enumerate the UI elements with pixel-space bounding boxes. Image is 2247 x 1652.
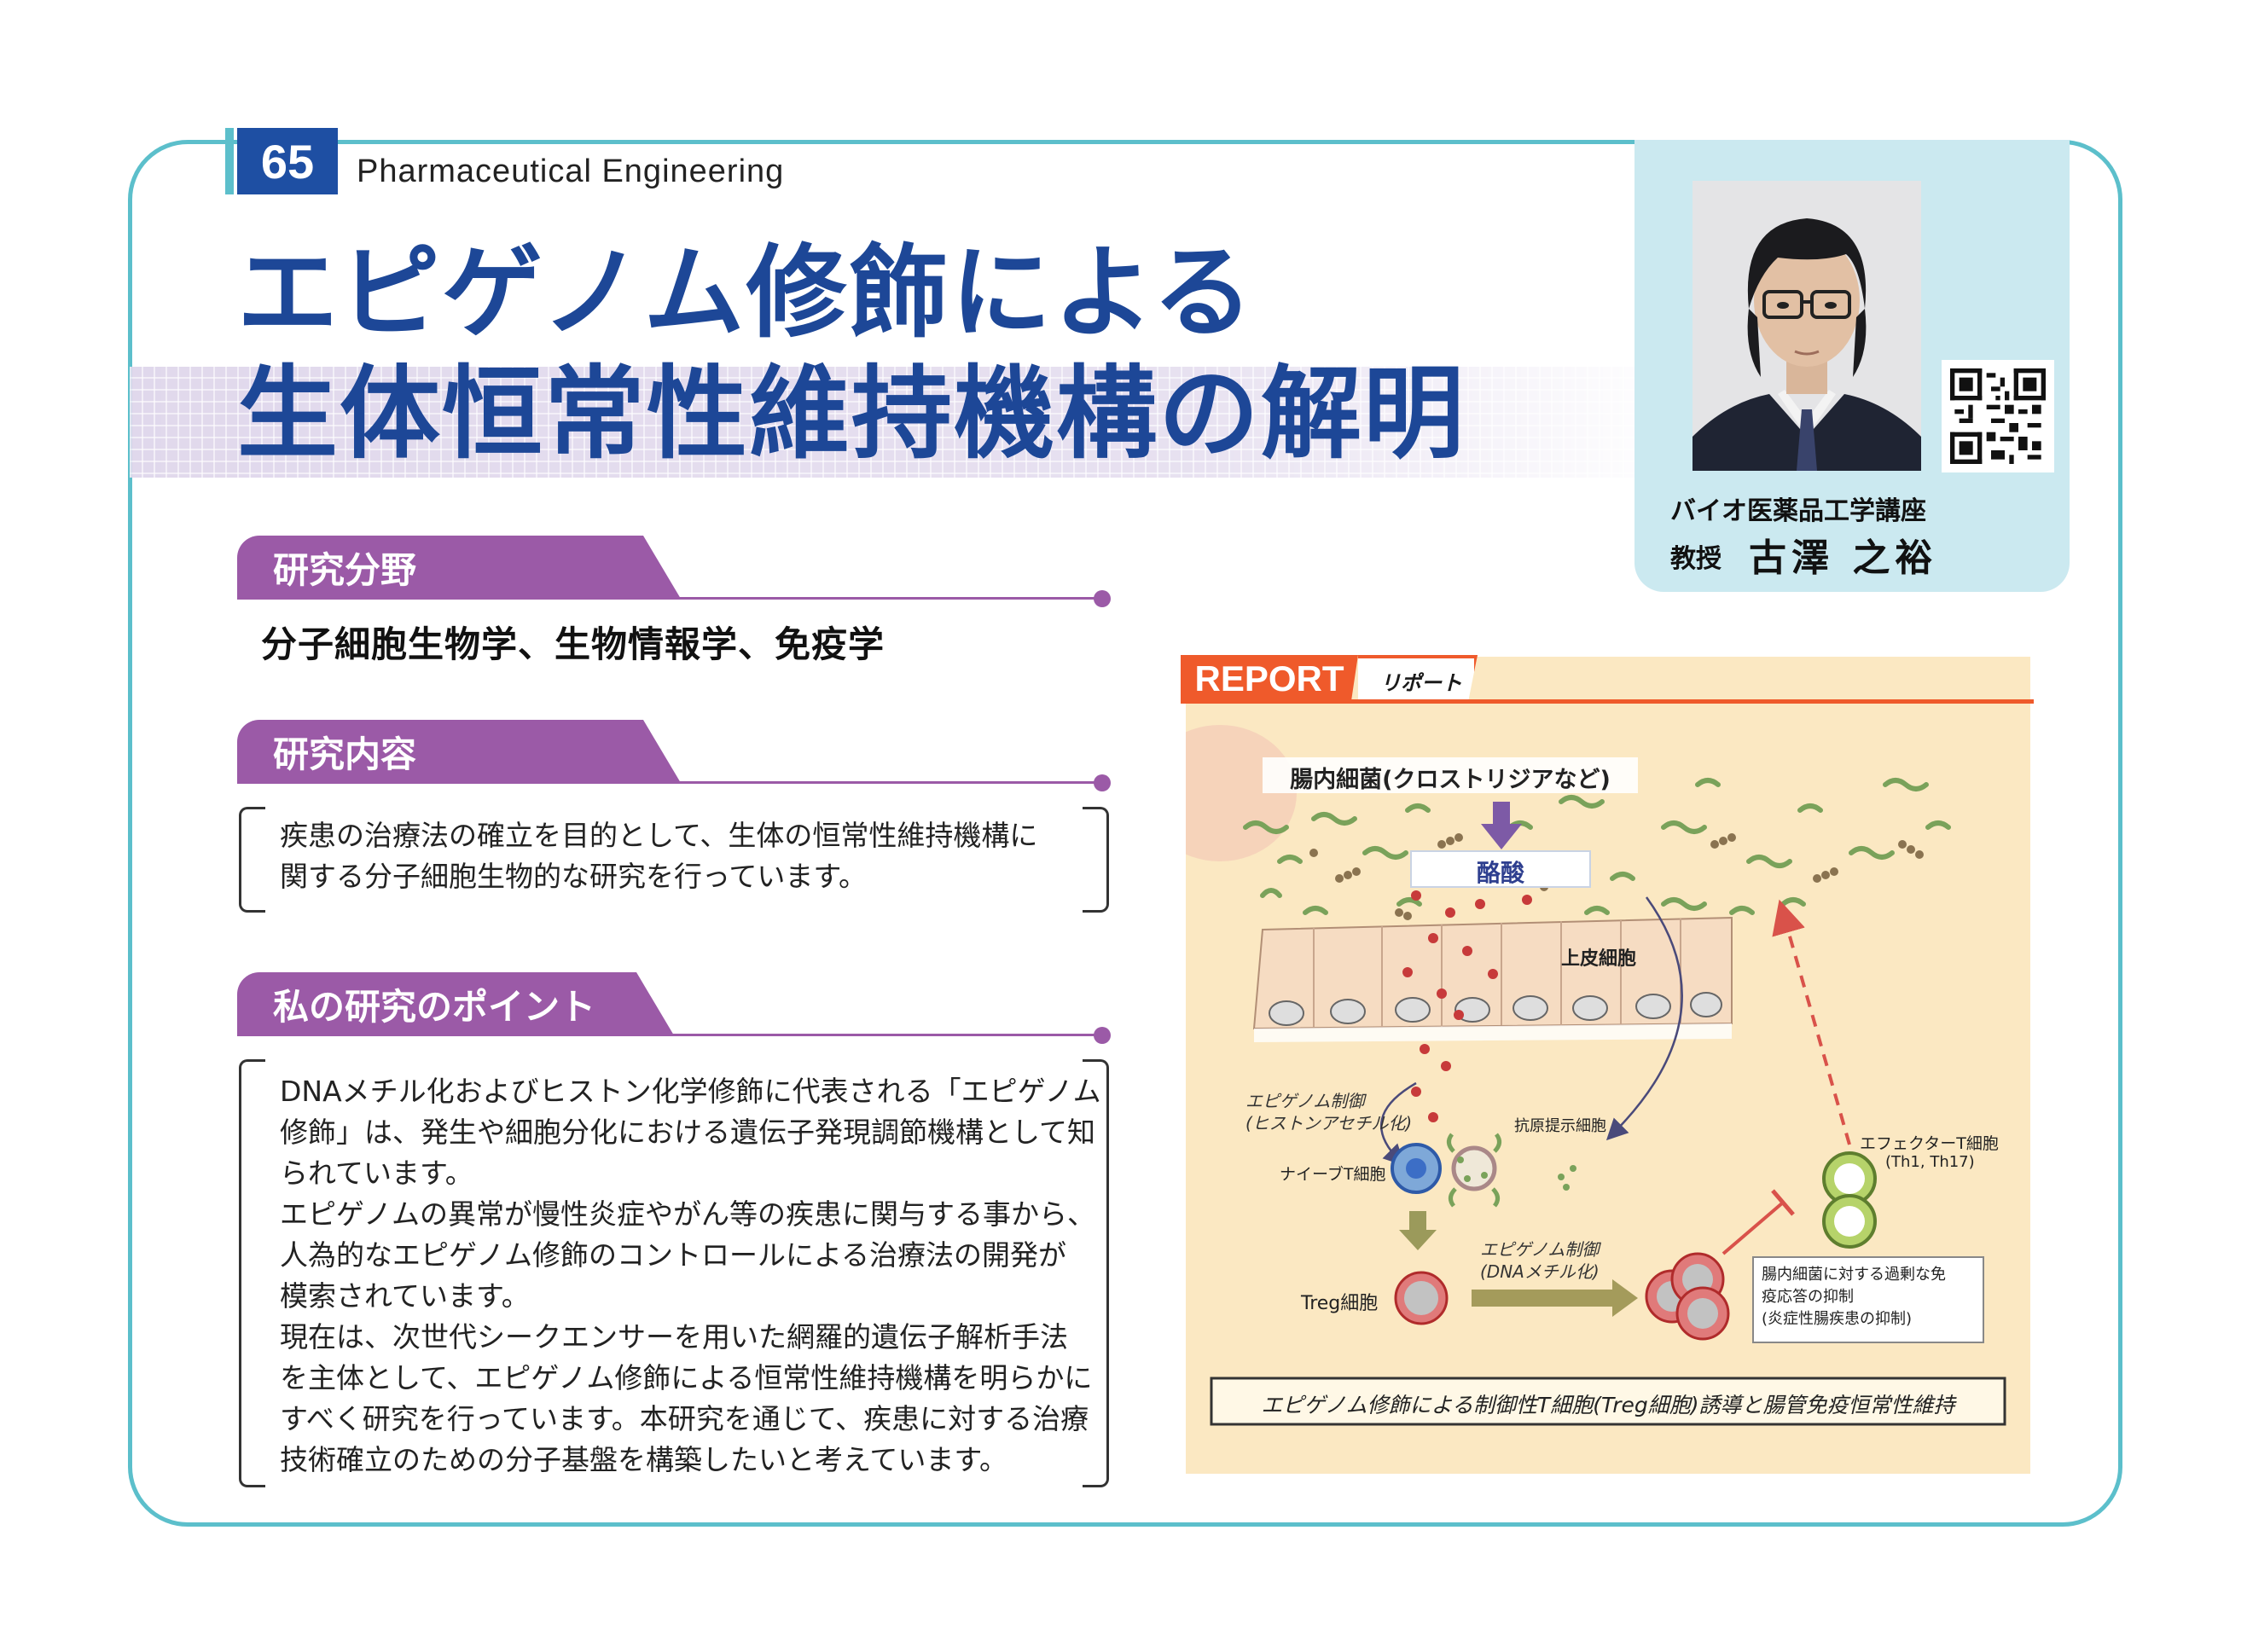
points-line: 技術確立のための分子基盤を構築したいと考えています。 [280,1443,1008,1476]
research-content-box: 疾患の治療法の確立を目的として、生体の恒常性維持機構に 関する分子細胞生物的な研… [239,807,1109,913]
section-content-tab: 研究内容 [237,720,681,783]
research-content-text: 疾患の治療法の確立を目的として、生体の恒常性維持機構に 関する分子細胞生物的な研… [280,815,1037,897]
bacteria-label-bg [1263,757,1638,793]
points-line: 現在は、次世代シークエンサーを用いた網羅的遺伝子解析手法 [280,1320,1068,1353]
suppression-line: 疫応答の抑制 [1762,1288,1854,1306]
effector-t-types: (Th1, Th17) [1885,1153,1975,1171]
suppression-line: (炎症性腸疾患の抑制) [1762,1310,1913,1328]
page-number-badge: 65 [225,128,338,194]
professor-name: 古澤 之裕 [1749,536,1938,580]
page-title: エピゲノム修飾による 生体恒常性維持機構の解明 [237,232,1466,474]
title-pattern-band [130,367,1640,478]
epithelial-label: 上皮細胞 [1561,948,1637,970]
section-divider [237,1034,1100,1036]
apc-label: 抗原提示細胞 [1514,1117,1606,1135]
portrait-photo [1693,181,1921,471]
report-tab: REPORT [1181,655,1358,703]
content-line: 疾患の治療法の確立を目的として、生体の恒常性維持機構に [280,819,1038,852]
differentiation-arrow [1399,1211,1437,1250]
points-line: 修飾」は、発生や細胞分化における遺伝子発現調節機構として知 [280,1116,1096,1149]
page-number: 65 [260,134,315,188]
portrait-illustration [1693,181,1921,471]
naive-t-label: ナイーブT細胞 [1280,1165,1386,1184]
antigen-presenting-cell [1447,1133,1501,1208]
research-points-box: DNAメチル化およびヒストン化学修飾に代表される「エピゲノム 修飾」は、発生や細… [239,1059,1109,1487]
butyrate-dots [1402,890,1532,1122]
epigenome-control-2: エピゲノム制御 (DNAメチル化) [1480,1238,1600,1283]
epithelium [1252,916,1733,1042]
bacteria-label: 腸内細菌(クロストリジアなど) [1290,767,1611,793]
points-line: すべく研究を行っています。本研究を通じて、疾患に対する治療 [280,1402,1089,1435]
points-line: 人為的なエピゲノム修飾のコントロールによる治療法の開発が [280,1238,1067,1272]
section-divider [237,597,1100,600]
bacteria-beads [1309,833,1924,920]
effector-t-cells [1822,1151,1877,1249]
qr-code-icon [1950,368,2046,464]
report-subtitle: リポート [1358,655,1478,703]
section-field-tab: 研究分野 [237,536,681,599]
effector-migration-arrow [1772,899,1851,1145]
report-diagram: 腸内細菌(クロストリジアなど) 酪酸 上皮細胞 エピゲノム制御 (ヒストンアセチ… [1186,657,2030,1474]
epigenome-control-2-sub: (DNAメチル化) [1480,1261,1600,1282]
qr-code[interactable] [1942,360,2054,472]
epigenome-arrow [1379,1081,1417,1167]
epigenome-control-2-title: エピゲノム制御 [1480,1239,1600,1260]
effector-t-label: エフェクターT細胞 [1860,1134,1999,1153]
professor-department: バイオ医薬品工学講座 [1670,496,1926,526]
research-points-text: DNAメチル化およびヒストン化学修飾に代表される「エピゲノム 修飾」は、発生や細… [280,1071,1101,1481]
points-line: られています。 [280,1156,473,1190]
points-line: DNAメチル化およびヒストン化学修飾に代表される「エピゲノム [280,1075,1101,1108]
suppression-box [1752,1256,1984,1343]
treg-label: Treg細胞 [1301,1293,1379,1314]
points-line: 模索されています。 [280,1279,530,1313]
section-divider [237,781,1100,784]
points-line: エピゲノムの異常が慢性炎症やがん等の疾患に関与する事から、 [280,1197,1096,1231]
professor-role: 教授 [1670,544,1722,574]
inhibition-line [1722,1201,1785,1255]
suppression-line: 腸内細菌に対する過剰な免 [1762,1266,1946,1284]
butyrate-label: 酪酸 [1476,859,1524,887]
migration-arrow [1605,896,1683,1141]
butyrate-box [1410,850,1591,888]
department-english: Pharmaceutical Engineering [357,154,785,189]
section-dot [1094,590,1111,607]
expansion-arrow [1472,1279,1638,1317]
treg-cluster [1645,1252,1730,1341]
suppression-text: 腸内細菌に対する過剰な免 疫応答の抑制 (炎症性腸疾患の抑制) [1762,1264,1946,1330]
title-line-2: 生体恒常性維持機構の解明 [237,355,1466,472]
section-dot [1094,774,1111,791]
diagram-svg [1186,725,2006,1426]
epigenome-control-1-sub: (ヒストンアセチル化) [1245,1113,1413,1133]
epigenome-control-1-title: エピゲノム制御 [1245,1091,1365,1111]
apc-bacteria [1457,1156,1576,1191]
report-underline [1181,699,2034,704]
section-dot [1094,1027,1111,1044]
purple-down-arrow [1481,802,1522,849]
epigenome-control-1: エピゲノム制御 (ヒストンアセチル化) [1245,1090,1412,1134]
content-line: 関する分子細胞生物的な研究を行っています。 [280,860,868,893]
research-field-text: 分子細胞生物学、生物情報学、免疫学 [261,623,885,665]
diagram-caption: エピゲノム修飾による制御性T細胞(Treg細胞)誘導と腸管免疫恒常性維持 [1261,1393,1955,1417]
caption-box [1210,1377,2006,1426]
section-points-tab: 私の研究のポイント [237,972,674,1035]
inhibition-bar [1771,1189,1795,1216]
points-line: を主体として、エピゲノム修飾による恒常性維持機構を明らかに [280,1361,1093,1394]
bacteria-cluster [1243,778,1951,915]
title-line-1: エピゲノム修飾による [237,234,1255,351]
